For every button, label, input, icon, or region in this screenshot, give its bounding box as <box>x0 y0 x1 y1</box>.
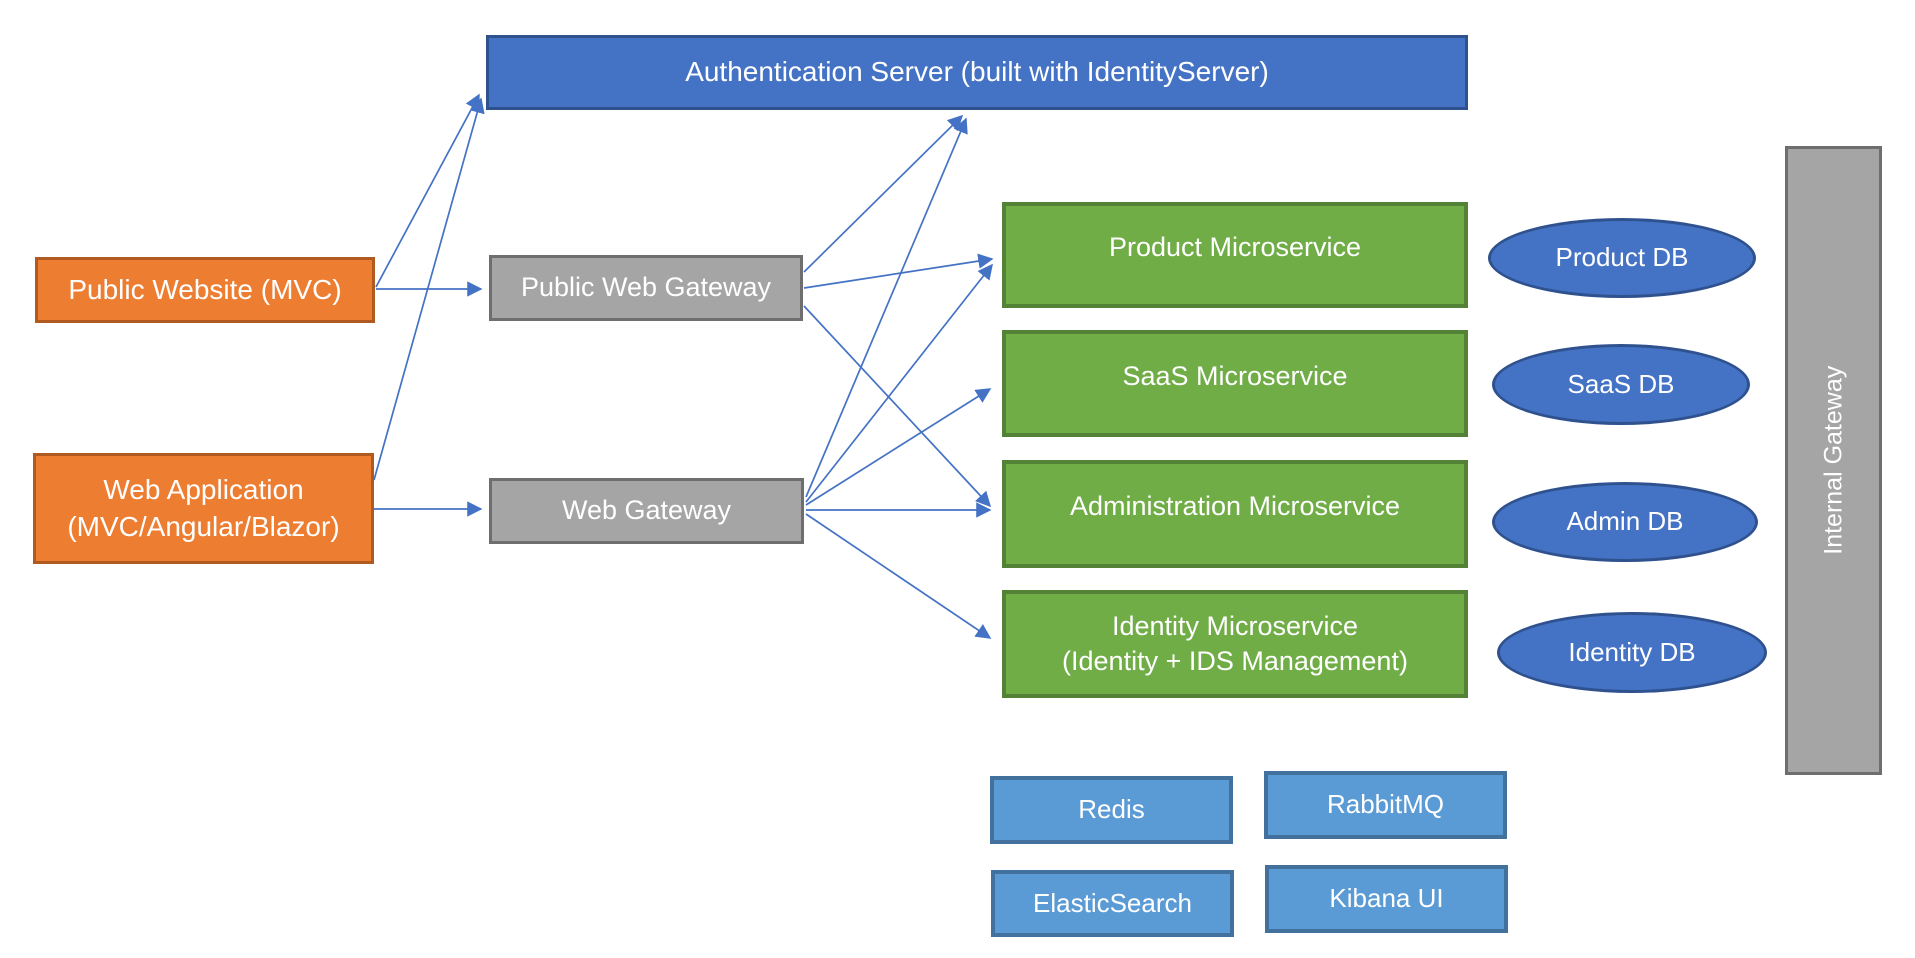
edge-public-website-to-auth <box>375 93 480 288</box>
identity-microservice-label-line1: Identity Microservice <box>1111 610 1359 641</box>
kibana-ui-label: Kibana UI <box>1329 883 1444 914</box>
web-application-box: Web Application (MVC/Angular/Blazor) <box>33 453 374 564</box>
saas-microservice-box: SaaS Microservice <box>1002 330 1468 437</box>
web-gateway-label: Web Gateway <box>561 495 732 526</box>
admin-db-ellipse: Admin DB <box>1492 482 1758 562</box>
public-website-label: Public Website (MVC) <box>68 273 342 305</box>
web-application-label-line2: (MVC/Angular/Blazor) <box>67 510 340 542</box>
product-microservice-label: Product Microservice <box>1108 232 1362 263</box>
product-db-label: Product DB <box>1555 242 1689 273</box>
administration-microservice-box: Administration Microservice <box>1002 460 1468 568</box>
edge-web-gateway-to-product <box>805 263 993 503</box>
authentication-server-label: Authentication Server (built with Identi… <box>685 56 1269 88</box>
edge-web-gateway-to-saas <box>805 388 992 506</box>
saas-db-ellipse: SaaS DB <box>1492 344 1750 425</box>
redis-label: Redis <box>1078 794 1145 825</box>
product-db-ellipse: Product DB <box>1488 218 1756 298</box>
product-microservice-box: Product Microservice <box>1002 202 1468 308</box>
elasticsearch-box: ElasticSearch <box>991 870 1234 937</box>
public-web-gateway-label: Public Web Gateway <box>520 272 772 303</box>
saas-db-label: SaaS DB <box>1567 368 1675 399</box>
identity-db-label: Identity DB <box>1568 636 1696 667</box>
redis-box: Redis <box>990 776 1233 844</box>
admin-db-label: Admin DB <box>1566 506 1684 537</box>
elasticsearch-label: ElasticSearch <box>1033 887 1192 918</box>
public-website-box: Public Website (MVC) <box>35 257 375 323</box>
saas-microservice-label: SaaS Microservice <box>1122 360 1348 391</box>
public-web-gateway-box: Public Web Gateway <box>489 255 803 321</box>
web-gateway-box: Web Gateway <box>489 478 804 544</box>
identity-db-ellipse: Identity DB <box>1497 612 1767 693</box>
rabbitmq-label: RabbitMQ <box>1326 789 1445 820</box>
administration-microservice-label: Administration Microservice <box>1069 491 1401 522</box>
authentication-server-box: Authentication Server (built with Identi… <box>486 35 1468 110</box>
edge-web-application-to-auth <box>373 97 485 481</box>
edge-public-web-gateway-to-auth <box>803 114 964 273</box>
internal-gateway-label: Internal Gateway <box>1819 366 1848 555</box>
identity-microservice-label-line2: (Identity + IDS Management) <box>1062 646 1408 676</box>
kibana-ui-box: Kibana UI <box>1265 865 1508 933</box>
edge-web-gateway-to-identity <box>805 513 992 639</box>
edge-public-web-gateway-to-product <box>803 253 994 289</box>
rabbitmq-box: RabbitMQ <box>1264 771 1507 839</box>
edge-web-gateway-to-auth <box>805 117 968 498</box>
identity-microservice-box: Identity Microservice (Identity + IDS Ma… <box>1002 590 1468 698</box>
internal-gateway-box: Internal Gateway <box>1785 146 1882 775</box>
web-application-label-line1: Web Application <box>103 474 304 506</box>
edge-public-web-gateway-to-administration <box>803 305 992 508</box>
